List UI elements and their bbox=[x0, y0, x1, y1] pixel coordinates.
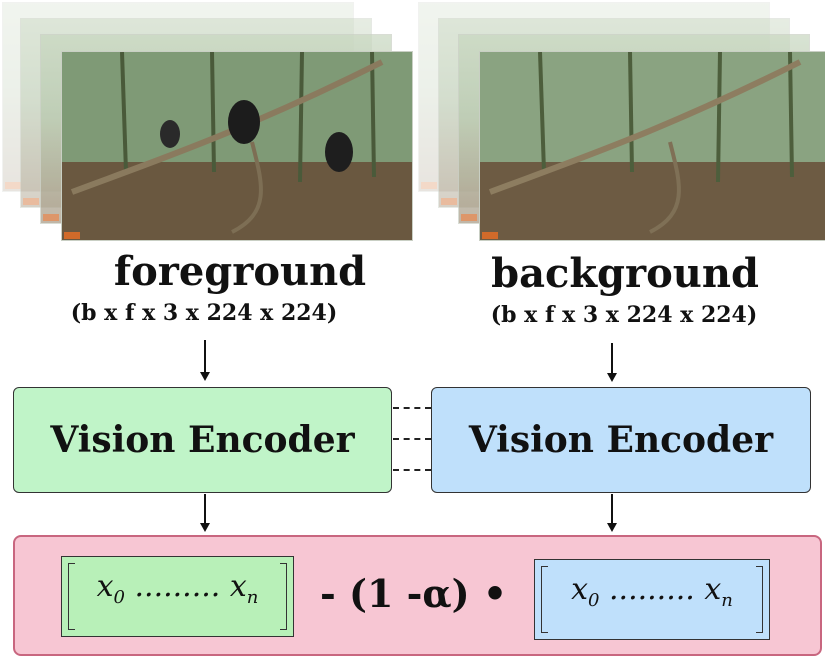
background-frame-front bbox=[479, 51, 825, 241]
foreground-title: foreground bbox=[113, 248, 367, 295]
arrow-head-icon bbox=[200, 523, 210, 532]
vector-brackets bbox=[541, 566, 763, 633]
frame-badge bbox=[461, 214, 477, 221]
foreground-dimensions: (b x f x 3 x 224 x 224) bbox=[70, 300, 338, 326]
vector-last-symbol: x bbox=[704, 572, 722, 607]
vector-first-symbol: x bbox=[571, 572, 589, 607]
forest-scene-with-chimpanzees bbox=[62, 52, 412, 240]
shared-weights-connector bbox=[393, 438, 431, 440]
forest-scene-empty bbox=[480, 52, 825, 240]
arrow-head-icon bbox=[607, 523, 617, 532]
arrow-encoder-to-output bbox=[611, 494, 613, 525]
vector-last-symbol: x bbox=[229, 569, 247, 604]
arrow-encoder-to-output bbox=[204, 494, 206, 525]
foreground-vector-text: x0 ......... xn bbox=[62, 569, 293, 608]
background-dimensions: (b x f x 3 x 224 x 224) bbox=[490, 302, 758, 328]
arrow-foreground-to-encoder bbox=[204, 340, 206, 373]
shared-weights-connector bbox=[393, 407, 431, 409]
arrow-head-icon bbox=[607, 373, 617, 382]
background-vector-text: x0 ......... xn bbox=[535, 572, 769, 611]
vector-ellipsis: ......... bbox=[599, 572, 705, 607]
background-title: background bbox=[491, 250, 759, 297]
vector-last-subscript: n bbox=[721, 590, 733, 611]
frame-badge bbox=[5, 182, 21, 189]
vision-encoder-foreground: Vision Encoder bbox=[13, 387, 392, 493]
foreground-frame-front bbox=[61, 51, 413, 241]
vector-first-subscript: 0 bbox=[113, 587, 125, 608]
frame-badge bbox=[441, 198, 457, 205]
vector-first-subscript: 0 bbox=[588, 590, 600, 611]
vector-last-subscript: n bbox=[246, 587, 259, 608]
output-combination-box: x0 ......... xn - (1 -α) • x0 ......... … bbox=[13, 535, 822, 656]
foreground-feature-vector: x0 ......... xn bbox=[61, 556, 294, 637]
background-feature-vector: x0 ......... xn bbox=[534, 559, 770, 640]
vector-first-symbol: x bbox=[96, 569, 114, 604]
arrow-head-icon bbox=[200, 372, 210, 381]
frame-badge bbox=[23, 198, 39, 205]
frame-badge bbox=[421, 182, 437, 189]
vector-ellipsis: ......... bbox=[124, 569, 230, 604]
shared-weights-connector bbox=[393, 469, 431, 471]
formula-operator: - (1 -α) • bbox=[320, 571, 508, 616]
vector-brackets bbox=[68, 563, 287, 630]
vision-encoder-background: Vision Encoder bbox=[431, 387, 811, 493]
arrow-background-to-encoder bbox=[611, 343, 613, 374]
frame-badge bbox=[43, 214, 59, 221]
